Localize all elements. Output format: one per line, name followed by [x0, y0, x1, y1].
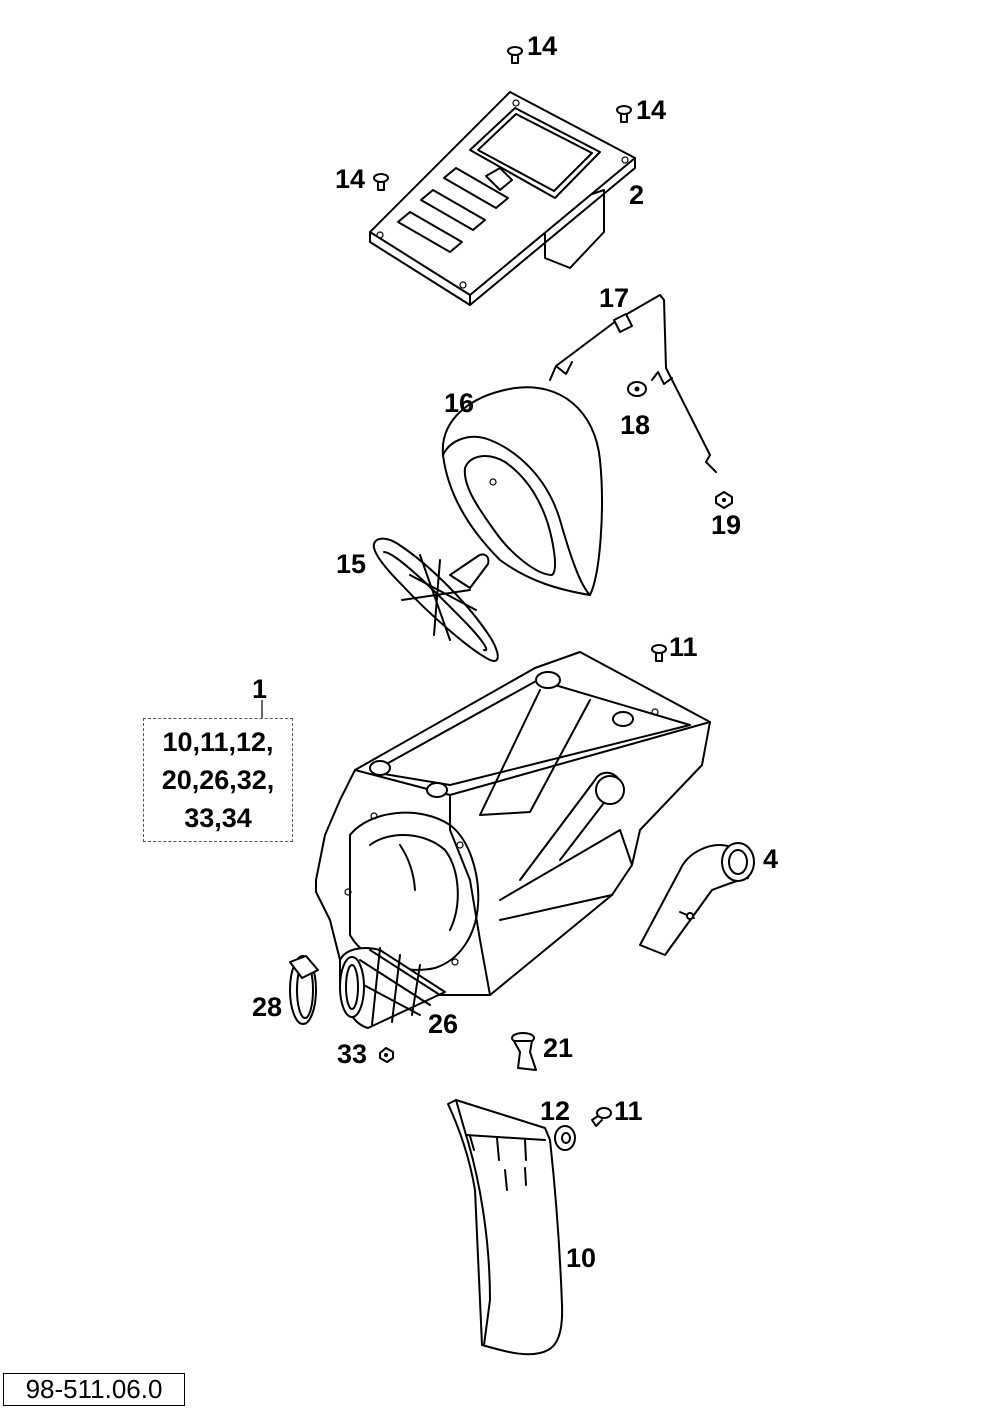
drawing-number: 98-511.06.0 [3, 1373, 185, 1406]
callout-11-bottom: 11 [614, 1096, 643, 1126]
callout-33: 33 [337, 1039, 368, 1069]
screw-11-bottom-icon [591, 1107, 612, 1127]
callout-14-right: 14 [636, 95, 667, 125]
grommet-21-icon [511, 1032, 537, 1071]
intake-tube-part [639, 842, 755, 956]
assembly-group-box: 10,11,12, 20,26,32, 33,34 [143, 718, 293, 842]
callout-2: 2 [629, 180, 645, 210]
group-line-3: 33,34 [184, 803, 252, 833]
callout-19: 19 [711, 510, 742, 540]
callout-11-top: 11 [669, 632, 698, 662]
screw-14-left-icon [373, 173, 389, 191]
callout-14-top: 14 [527, 31, 558, 61]
mud-flap-part [447, 1099, 564, 1356]
filter-cage-part [372, 537, 499, 662]
air-filter-part [441, 386, 603, 596]
callout-21: 21 [543, 1033, 574, 1063]
hose-clamp-part [289, 955, 319, 1025]
callout-12: 12 [540, 1096, 571, 1126]
airbox-lid-part [369, 91, 636, 306]
callout-4: 4 [763, 844, 779, 874]
washer-12-icon [554, 1125, 576, 1151]
callout-1: 1 [252, 674, 268, 704]
callout-14-left: 14 [335, 164, 366, 194]
screw-14-right-icon [616, 105, 632, 123]
callout-17: 17 [599, 283, 630, 313]
callout-15: 15 [336, 549, 367, 579]
callout-26: 26 [428, 1009, 459, 1039]
nut-19-icon [715, 491, 733, 509]
callout-18: 18 [620, 410, 651, 440]
group-line-1: 10,11,12, [162, 727, 274, 757]
nut-33-icon [379, 1047, 394, 1063]
callout-28: 28 [252, 992, 283, 1022]
screw-11-top-icon [651, 644, 667, 662]
callout-10: 10 [566, 1243, 597, 1273]
washer-18-icon [627, 371, 673, 397]
air-box-part [315, 651, 711, 1029]
group-line-2: 20,26,32, [161, 765, 275, 795]
screw-14-top-icon [507, 46, 523, 64]
callout-16: 16 [444, 388, 475, 418]
wire-bracket-part [549, 294, 717, 473]
